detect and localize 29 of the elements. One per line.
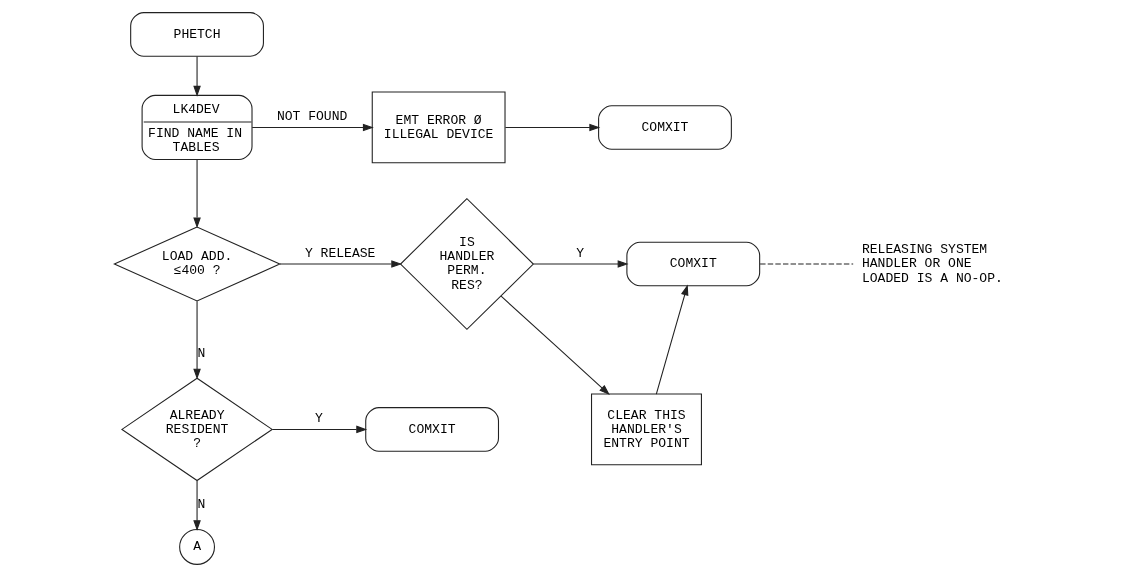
node-diamond: IS HANDLER PERM. RES?: [399, 197, 535, 331]
arrow: [500, 295, 610, 396]
arrow: [504, 123, 601, 132]
arrow: [279, 260, 403, 268]
node-box: COMXIT: [598, 105, 732, 150]
edge-label: N: [197, 497, 206, 513]
node-box: COMXIT: [626, 241, 761, 287]
arrow: [193, 300, 201, 380]
connector: [759, 263, 854, 265]
edge-label: NOT FOUND: [276, 109, 348, 125]
node-diamond: ALREADY RESIDENT ?: [121, 377, 274, 482]
edge-label: Y: [576, 246, 585, 262]
node-box: PHETCH: [130, 12, 264, 57]
edge-label: Y: [315, 411, 323, 427]
arrow: [655, 284, 689, 395]
arrow: [532, 260, 629, 268]
node-box: CLEAR THIS HANDLER'S ENTRY POINT: [591, 393, 702, 466]
node-circle: A: [179, 529, 215, 565]
edge-label: N: [197, 346, 206, 362]
node-diamond: LOAD ADD. ≤400 ?: [113, 226, 282, 302]
edge-label: Y RELEASE: [304, 246, 376, 262]
node-box: COMXIT: [365, 407, 500, 452]
arrow: [251, 123, 374, 132]
arrow: [271, 425, 368, 434]
arrow: [193, 480, 201, 532]
arrow: [193, 159, 201, 229]
node-text: RELEASING SYSTEM HANDLER OR ONE LOADED IS A NO-OP.: [861, 242, 1003, 286]
arrow: [193, 56, 201, 97]
node-box: EMT ERROR Ø ILLEGAL DEVICE: [371, 91, 506, 164]
